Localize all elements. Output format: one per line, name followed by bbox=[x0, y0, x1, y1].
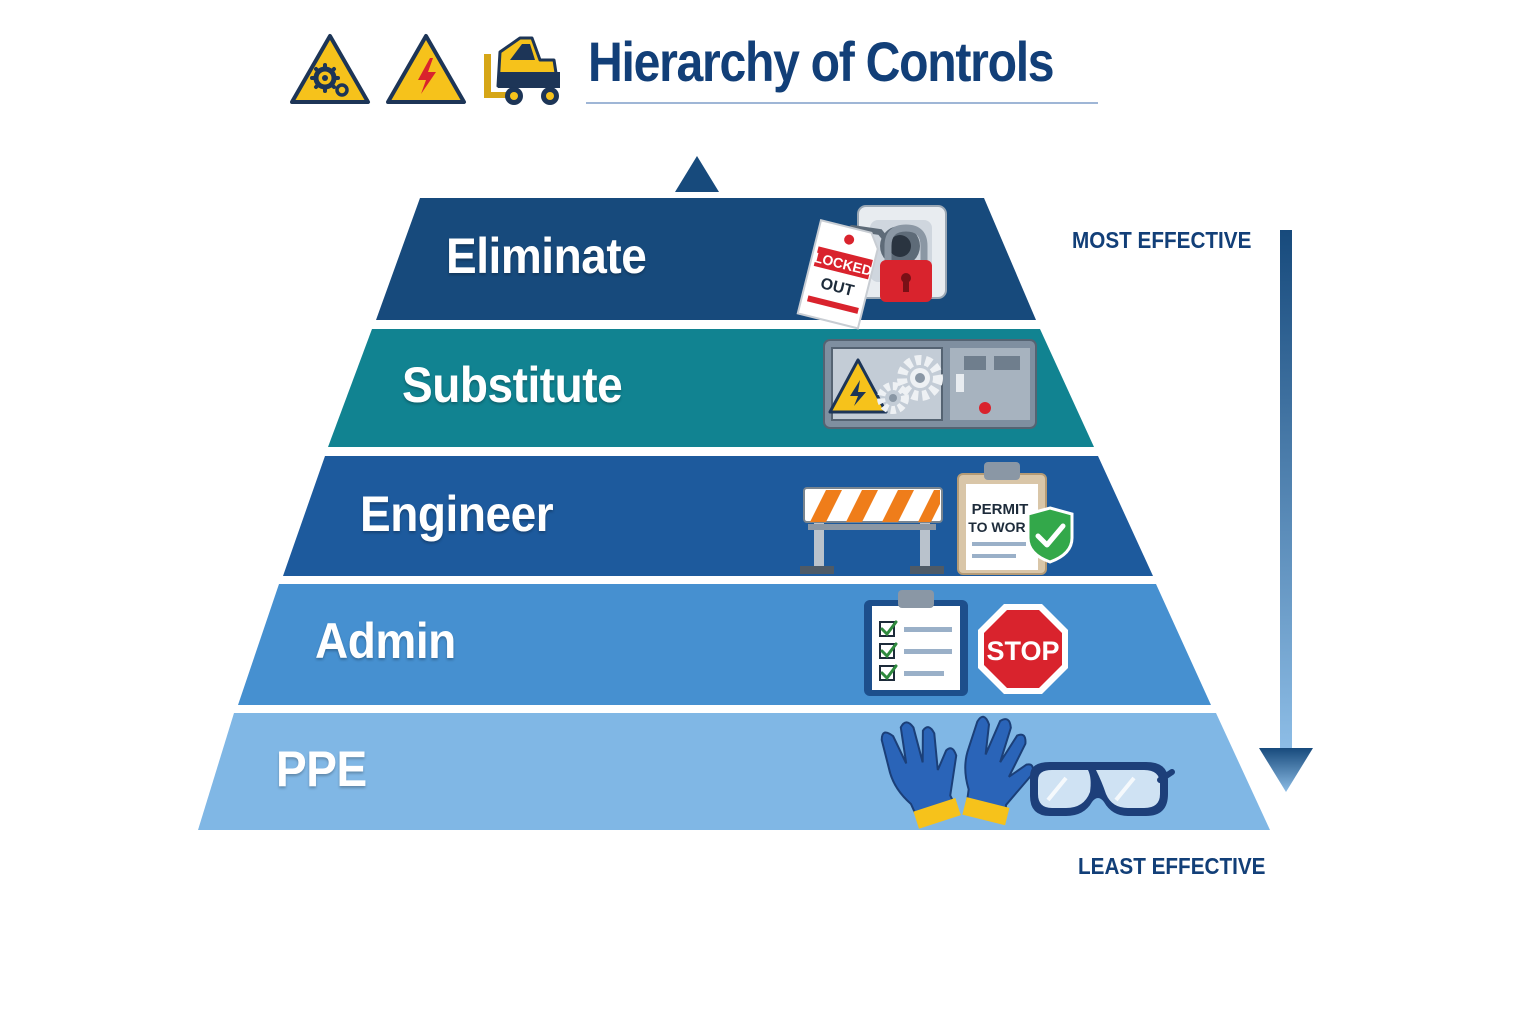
electric-warning-icon bbox=[386, 34, 466, 104]
stop-sign-text: STOP bbox=[986, 636, 1059, 666]
safety-goggles-icon bbox=[1030, 762, 1175, 816]
barricade-icon bbox=[800, 487, 944, 574]
tier-engineer-band bbox=[283, 456, 1153, 576]
tier-label-admin: Admin bbox=[315, 613, 456, 669]
header-icons bbox=[290, 34, 560, 105]
effectiveness-arrow bbox=[1259, 230, 1313, 792]
most-effective-label: MOST EFFECTIVE bbox=[1072, 227, 1252, 253]
forklift-icon bbox=[484, 36, 560, 105]
checkmark-badge-icon bbox=[1026, 506, 1074, 564]
stop-sign-icon: STOP bbox=[978, 604, 1068, 694]
gears-warning-icon bbox=[290, 34, 370, 104]
tier-label-eliminate: Eliminate bbox=[446, 228, 647, 284]
lockout-tag-icon: LOCKED OUT bbox=[796, 219, 891, 330]
pyramid-apex bbox=[675, 156, 719, 192]
least-effective-label: LEAST EFFECTIVE bbox=[1078, 853, 1266, 879]
tier-label-engineer: Engineer bbox=[360, 486, 554, 542]
tier-label-ppe: PPE bbox=[276, 741, 367, 797]
title-banner: Hierarchy of Controls bbox=[586, 26, 1098, 104]
permit-clipboard-icon: PERMIT TO WORK bbox=[957, 462, 1047, 575]
tier-label-substitute: Substitute bbox=[402, 357, 623, 413]
checklist-clipboard-icon bbox=[864, 590, 968, 696]
gloves-icon bbox=[880, 715, 1034, 829]
padlock-icon bbox=[880, 224, 932, 302]
machine-guard-icon bbox=[823, 339, 1037, 429]
permit-text-top: PERMIT bbox=[972, 501, 1029, 518]
page-title: Hierarchy of Controls bbox=[588, 30, 1055, 93]
permit-text-bottom: TO WORK bbox=[968, 519, 1035, 535]
gears-icon bbox=[877, 355, 943, 414]
